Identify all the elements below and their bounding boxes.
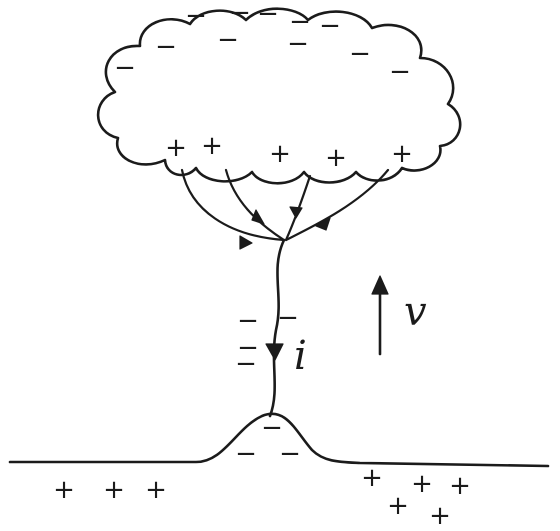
branch-2-arrowhead [252, 210, 264, 224]
leader-charge: − [237, 306, 259, 336]
leader-charge: − [235, 349, 257, 379]
ground-left-charge: + [145, 475, 167, 505]
bump-charge: − [235, 439, 257, 469]
current-label: i [294, 333, 307, 379]
ground-right-charge: + [429, 501, 451, 531]
ground-right-charge: + [449, 471, 471, 501]
ground-right-charge: + [361, 463, 383, 493]
cloud-bottom-charge: + [269, 139, 291, 169]
cloud-top-charge: − [114, 53, 136, 83]
branch-3-arrowhead [290, 207, 302, 218]
ground-right-charge: + [387, 491, 409, 521]
cloud-top-charge: − [319, 11, 341, 41]
cloud-bottom-charge: + [201, 131, 223, 161]
cloud-top-charge: − [389, 57, 411, 87]
cloud-top-charge: − [257, 0, 279, 29]
ground-left-charge: + [53, 475, 75, 505]
cloud-top-charge: − [217, 25, 239, 55]
bump-charge: − [279, 439, 301, 469]
channel-arrowhead [266, 344, 283, 360]
branch-1-arrowhead [240, 236, 252, 249]
leader-charge: − [277, 303, 299, 333]
cloud-top-charge: − [185, 1, 207, 31]
velocity-arrow-head [372, 276, 388, 294]
cloud-top-charge: − [229, 0, 251, 28]
cloud-top-charge: − [349, 39, 371, 69]
cloud-bottom-charge: + [325, 143, 347, 173]
velocity-label: v [404, 289, 427, 335]
ground-right-charge: + [411, 469, 433, 499]
cloud-top-charge: − [155, 32, 177, 62]
ground-left-charge: + [103, 475, 125, 505]
cloud-top-charge: − [289, 7, 311, 37]
cloud-bottom-charge: + [165, 133, 187, 163]
cloud-bottom-charge: + [391, 139, 413, 169]
